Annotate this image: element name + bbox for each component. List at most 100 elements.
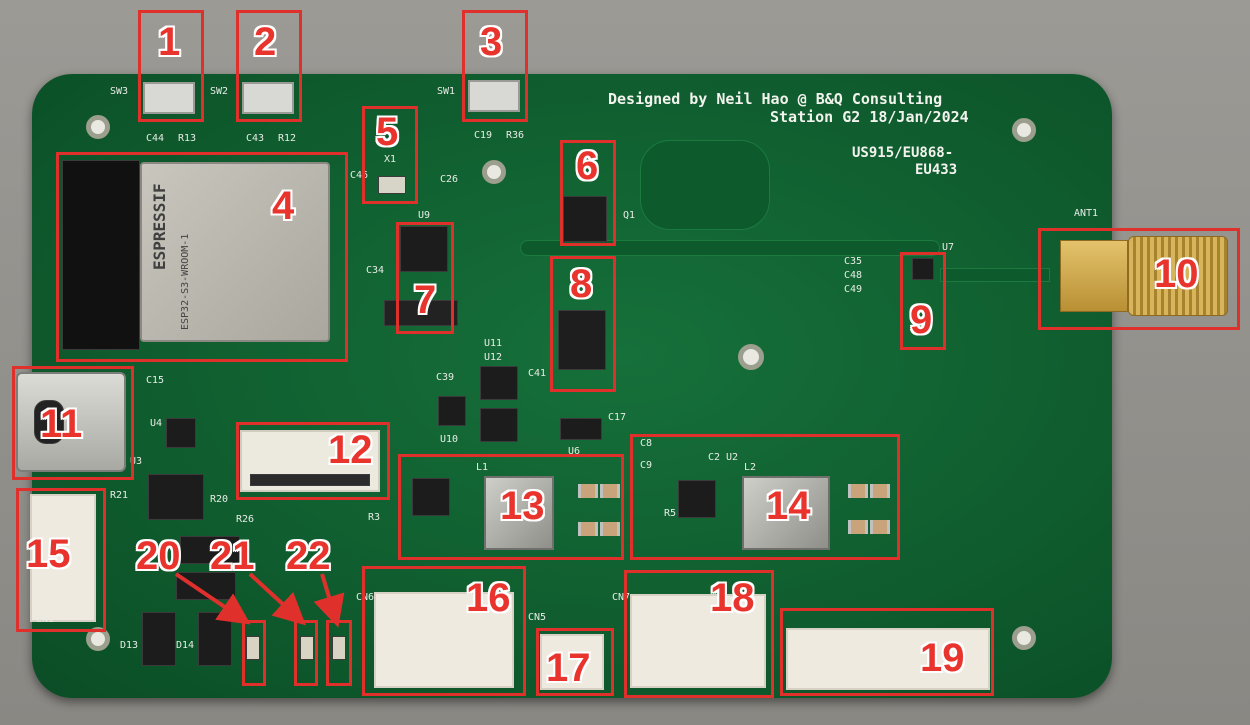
ref-c26: C26 [440, 174, 459, 185]
chip-u11 [480, 366, 518, 400]
callout-box-3 [462, 10, 528, 122]
ref-c15: C15 [146, 375, 165, 386]
ref-u9: U9 [418, 210, 431, 221]
capacitor [578, 522, 598, 536]
callout-box-17 [536, 628, 614, 696]
ref-u10: U10 [440, 434, 459, 445]
ref-c48: C48 [844, 270, 863, 281]
rf-chip-u7 [912, 258, 934, 280]
lora-transceiver-u9 [400, 226, 448, 272]
chip-u12 [480, 408, 518, 442]
chip-u6 [560, 418, 602, 440]
callout-number-7: 7 [414, 278, 437, 322]
ref-r12: R12 [278, 133, 297, 144]
ref-u2: U2 [726, 452, 739, 463]
rf-trace-antenna [940, 268, 1050, 282]
capacitor [578, 484, 598, 498]
led-3 [332, 636, 346, 660]
esp32-module-shield [140, 162, 330, 342]
callout-number-6: 6 [576, 144, 599, 188]
band-line-1: US915/EU868- [852, 145, 954, 161]
callout-number-17: 17 [546, 646, 591, 690]
diode-large-1 [180, 536, 240, 564]
capacitor [600, 522, 620, 536]
ref-l1: L1 [476, 462, 489, 473]
callout-number-12: 12 [328, 428, 373, 472]
callout-box-5 [362, 106, 418, 204]
ref-cn1: CN1 [36, 614, 55, 625]
connector-cn6 [374, 592, 514, 688]
callout-number-19: 19 [920, 636, 965, 680]
callout-number-8: 8 [570, 262, 593, 306]
callout-number-22: 22 [286, 534, 331, 578]
ref-c46: C46 [350, 170, 369, 181]
ref-u7: U7 [942, 242, 955, 253]
station-date: Station G2 18/Jan/2024 [770, 108, 969, 126]
callout-number-16: 16 [466, 576, 511, 620]
ref-c2: C2 [708, 452, 721, 463]
ref-c41: C41 [528, 368, 547, 379]
mounting-hole-top-right [1012, 118, 1036, 142]
ref-c19: C19 [474, 130, 493, 141]
callout-box-1 [138, 10, 204, 122]
callout-number-11: 11 [40, 402, 83, 446]
ref-x1: X1 [384, 154, 397, 165]
ref-cn6: CN6 [356, 592, 375, 603]
ref-u12: U12 [484, 352, 503, 363]
ref-d13: D13 [120, 640, 139, 651]
led-2 [300, 636, 314, 660]
switch-sw3 [143, 82, 195, 114]
inductor-l1 [484, 476, 554, 550]
chip-u4 [166, 418, 196, 448]
callout-box-19 [780, 608, 994, 696]
callout-box-15 [16, 488, 106, 632]
connector-cn7 [630, 594, 766, 688]
ref-c49: C49 [844, 284, 863, 295]
mounting-hole-top-left [86, 115, 110, 139]
callout-box-7 [396, 222, 454, 334]
ref-ant1: ANT1 [1074, 208, 1099, 219]
capacitor [848, 484, 868, 498]
capacitor [870, 484, 890, 498]
inductor-l2 [742, 476, 830, 550]
connector-cn1 [30, 494, 96, 622]
callout-number-4: 4 [272, 184, 295, 228]
ref-r26: R26 [236, 514, 255, 525]
transistor-q1 [563, 196, 607, 242]
ref-sw2: SW2 [210, 86, 229, 97]
callout-number-15: 15 [26, 532, 71, 576]
sma-connector-thread [1128, 236, 1228, 316]
fpc-connector-latch [250, 474, 370, 486]
callout-number-9: 9 [910, 298, 933, 342]
callout-box-4 [56, 152, 348, 362]
rf-switch-group [558, 310, 606, 370]
callout-box-2 [236, 10, 302, 122]
switch-sw2 [242, 82, 294, 114]
ref-cn5: CN5 [528, 612, 547, 623]
ref-r5: R5 [664, 508, 677, 519]
callout-box-14 [630, 434, 900, 560]
ref-c39: C39 [436, 372, 455, 383]
ref-u3: U3 [130, 456, 143, 467]
connector-cn5 [540, 634, 604, 690]
ref-sw1: SW1 [437, 86, 456, 97]
usb-c-opening [34, 400, 64, 444]
mounting-hole-center [738, 344, 764, 370]
rf-trace-loop [640, 140, 770, 230]
callout-number-2: 2 [254, 20, 277, 64]
callout-box-18 [624, 570, 774, 698]
ref-q1: Q1 [623, 210, 636, 221]
ref-c34: C34 [366, 265, 385, 276]
callout-box-11 [12, 366, 134, 480]
callout-arrow-20 [174, 572, 251, 625]
crystal-x1 [378, 176, 406, 194]
callout-box-16 [362, 566, 526, 696]
callout-box-20 [242, 620, 266, 686]
callout-box-10 [1038, 228, 1240, 330]
callout-box-21 [294, 620, 318, 686]
ref-c35: C35 [844, 256, 863, 267]
callout-number-13: 13 [500, 484, 545, 528]
capacitor [848, 520, 868, 534]
